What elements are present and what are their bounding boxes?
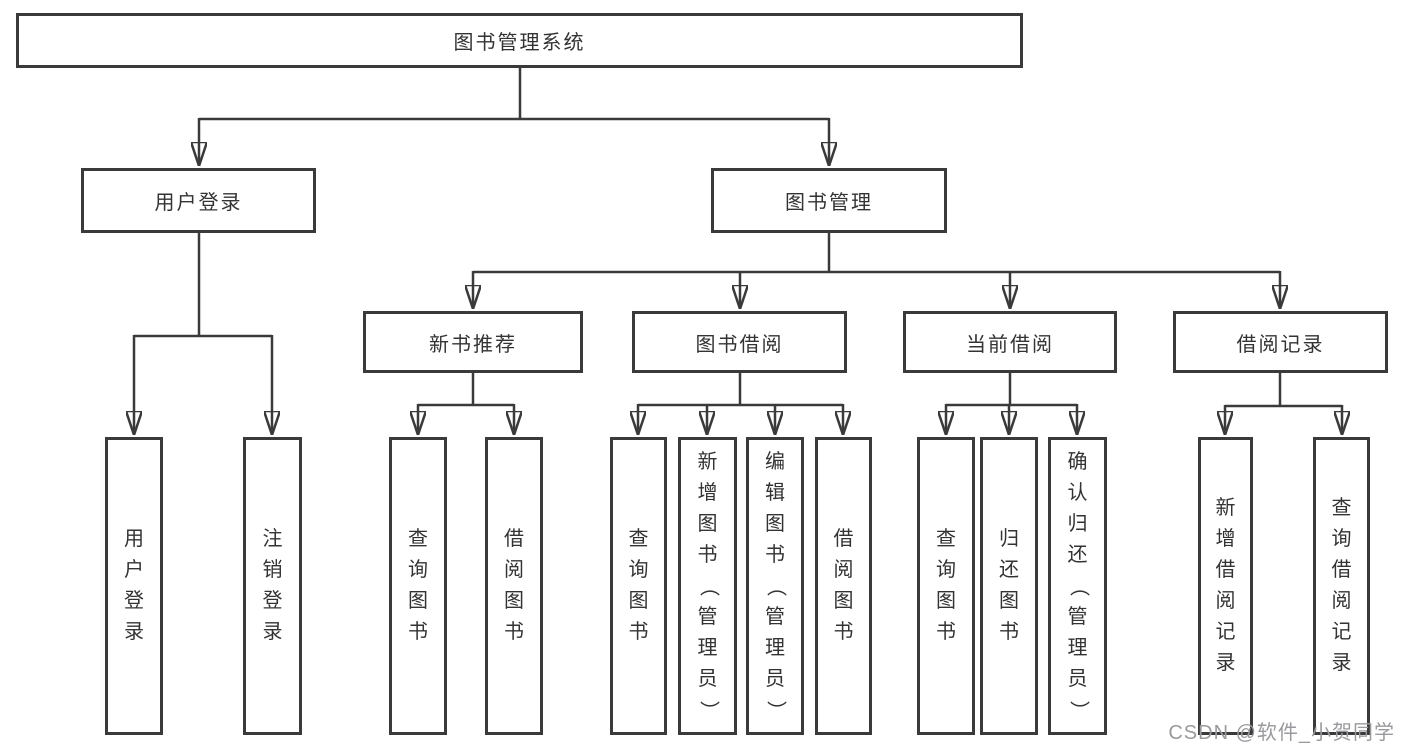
leaf-query-books-current: 查询图书 [917,437,975,735]
node-book-mgmt-label: 图书管理 [785,192,873,214]
leaf-logout-label: 注销登录 [262,528,283,643]
node-user-login: 用户登录 [81,168,316,233]
leaf-user-login-label: 用户登录 [124,528,144,643]
leaf-query-books-recommend: 查询图书 [389,437,447,735]
leaf-edit-book-admin-label: 编辑图书（管理员） [764,450,787,721]
leaf-add-borrow-record-label: 新增借阅记录 [1215,497,1236,674]
node-root: 图书管理系统 [16,13,1023,68]
leaf-return-book-label: 归还图书 [999,528,1019,643]
node-current-borrow-label: 当前借阅 [966,333,1054,356]
leaf-borrow-books-recommend-label: 借阅图书 [504,528,524,643]
leaf-borrow-books-borrow: 借阅图书 [815,437,872,735]
leaf-query-borrow-record-label: 查询借阅记录 [1331,497,1352,674]
leaf-edit-book-admin: 编辑图书（管理员） [746,437,804,735]
node-book-mgmt: 图书管理 [711,168,947,233]
leaf-return-book: 归还图书 [980,437,1038,735]
leaf-add-borrow-record: 新增借阅记录 [1198,437,1253,735]
leaf-query-books-borrow: 查询图书 [610,437,667,735]
node-current-borrow: 当前借阅 [903,311,1117,373]
leaf-logout: 注销登录 [243,437,302,735]
leaf-confirm-return-admin-label: 确认归还（管理员） [1067,450,1089,721]
csdn-watermark: CSDN @软件_小贺同学 [1168,722,1395,744]
leaf-query-books-current-label: 查询图书 [936,528,956,643]
leaf-query-borrow-record: 查询借阅记录 [1313,437,1370,735]
leaf-borrow-books-recommend: 借阅图书 [485,437,543,735]
node-user-login-label: 用户登录 [154,192,243,214]
leaf-query-books-borrow-label: 查询图书 [628,528,649,643]
leaf-query-books-recommend-label: 查询图书 [408,528,428,643]
node-new-book-recommend: 新书推荐 [363,311,583,373]
leaf-confirm-return-admin: 确认归还（管理员） [1048,437,1107,735]
node-book-borrow-label: 图书借阅 [695,333,784,356]
node-root-label: 图书管理系统 [453,32,586,54]
leaf-add-book-admin-label: 新增图书（管理员） [697,450,719,721]
node-book-borrow: 图书借阅 [632,311,847,373]
node-borrow-records: 借阅记录 [1173,311,1388,373]
node-borrow-records-label: 借阅记录 [1236,333,1325,356]
leaf-borrow-books-borrow-label: 借阅图书 [833,528,854,643]
leaf-user-login: 用户登录 [105,437,163,735]
node-new-book-recommend-label: 新书推荐 [429,333,517,356]
leaf-add-book-admin: 新增图书（管理员） [678,437,737,735]
